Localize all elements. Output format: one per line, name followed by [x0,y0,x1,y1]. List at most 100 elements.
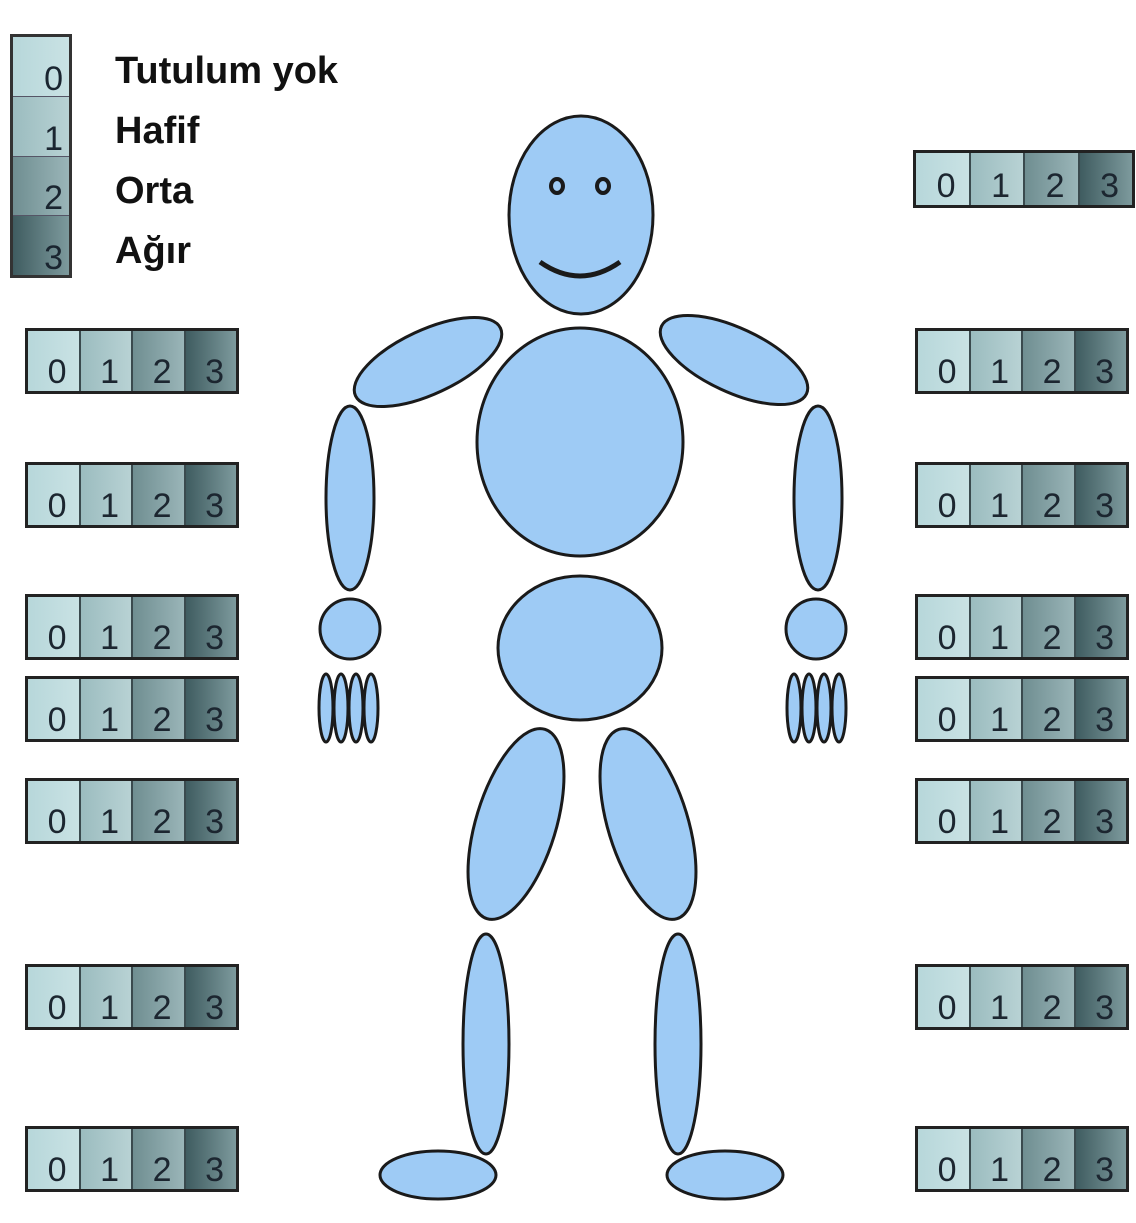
right-thigh[interactable] [581,718,715,931]
severity-option-3[interactable]: 3 [1076,597,1127,657]
severity-value: 1 [990,805,1009,839]
severity-value: 1 [100,621,119,655]
severity-option-0[interactable]: 0 [916,153,971,205]
severity-option-2[interactable]: 2 [1025,153,1080,205]
severity-value: 1 [990,489,1009,523]
left-shin[interactable] [463,934,509,1154]
severity-option-3[interactable]: 3 [186,597,237,657]
severity-value: 1 [990,703,1009,737]
severity-value: 3 [1095,489,1114,523]
severity-option-1[interactable]: 1 [81,967,134,1027]
severity-value: 1 [100,1153,119,1187]
selector-right-knee: 0123 [915,964,1129,1030]
right-foot[interactable] [667,1151,783,1199]
severity-option-0[interactable]: 0 [28,781,81,841]
severity-option-2[interactable]: 2 [133,1129,186,1189]
selector-left-shoulder: 0123 [25,328,239,394]
legend-swatch-2: 2 [13,157,69,217]
severity-value: 2 [1043,1153,1062,1187]
severity-option-0[interactable]: 0 [918,597,971,657]
severity-option-2[interactable]: 2 [1023,781,1076,841]
severity-option-1[interactable]: 1 [971,331,1024,391]
severity-option-0[interactable]: 0 [28,1129,81,1189]
severity-option-1[interactable]: 1 [81,465,134,525]
severity-option-0[interactable]: 0 [28,597,81,657]
legend-label-0: Tutulum yok [115,52,338,90]
severity-option-2[interactable]: 2 [133,331,186,391]
severity-option-1[interactable]: 1 [81,331,134,391]
severity-option-3[interactable]: 3 [186,679,237,739]
left-wrist[interactable] [320,599,380,659]
severity-option-3[interactable]: 3 [1076,331,1127,391]
severity-value: 0 [48,805,67,839]
right-shin[interactable] [655,934,701,1154]
severity-option-1[interactable]: 1 [971,465,1024,525]
severity-option-1[interactable]: 1 [971,967,1024,1027]
left-thigh[interactable] [449,718,583,931]
severity-value: 0 [48,991,67,1025]
severity-option-3[interactable]: 3 [186,1129,237,1189]
severity-option-2[interactable]: 2 [1023,1129,1076,1189]
severity-value: 3 [205,621,224,655]
selector-left-ankle: 0123 [25,1126,239,1192]
severity-option-1[interactable]: 1 [81,679,134,739]
severity-value: 0 [938,703,957,737]
severity-option-0[interactable]: 0 [918,781,971,841]
right-fingers[interactable] [787,674,846,742]
severity-option-1[interactable]: 1 [971,153,1026,205]
severity-option-3[interactable]: 3 [1076,679,1127,739]
abdomen [498,576,662,720]
severity-option-1[interactable]: 1 [81,597,134,657]
right-elbow-arm[interactable] [794,406,842,590]
severity-option-3[interactable]: 3 [1076,1129,1127,1189]
severity-option-2[interactable]: 2 [133,967,186,1027]
severity-option-3[interactable]: 3 [186,331,237,391]
severity-value: 0 [938,489,957,523]
severity-option-3[interactable]: 3 [186,465,237,525]
selector-left-elbow: 0123 [25,462,239,528]
severity-option-3[interactable]: 3 [1076,967,1127,1027]
severity-option-2[interactable]: 2 [1023,597,1076,657]
severity-option-2[interactable]: 2 [133,597,186,657]
severity-option-2[interactable]: 2 [133,465,186,525]
severity-option-3[interactable]: 3 [186,781,237,841]
severity-option-3[interactable]: 3 [1076,781,1127,841]
severity-option-2[interactable]: 2 [1023,465,1076,525]
severity-option-0[interactable]: 0 [918,331,971,391]
severity-option-1[interactable]: 1 [81,1129,134,1189]
severity-value: 2 [1046,169,1065,203]
severity-option-1[interactable]: 1 [971,679,1024,739]
severity-option-0[interactable]: 0 [28,331,81,391]
severity-option-0[interactable]: 0 [28,679,81,739]
severity-value: 2 [1043,355,1062,389]
severity-value: 1 [100,991,119,1025]
severity-value: 3 [205,1153,224,1187]
severity-option-3[interactable]: 3 [1076,465,1127,525]
severity-option-3[interactable]: 3 [186,967,237,1027]
severity-option-0[interactable]: 0 [28,967,81,1027]
left-fingers[interactable] [319,674,378,742]
severity-option-0[interactable]: 0 [918,1129,971,1189]
severity-option-2[interactable]: 2 [1023,967,1076,1027]
left-elbow-arm[interactable] [326,406,374,590]
severity-option-2[interactable]: 2 [1023,331,1076,391]
severity-option-0[interactable]: 0 [28,465,81,525]
severity-option-1[interactable]: 1 [971,597,1024,657]
severity-value: 3 [205,355,224,389]
severity-option-0[interactable]: 0 [918,679,971,739]
severity-option-1[interactable]: 1 [971,781,1024,841]
chest [477,328,683,556]
severity-option-0[interactable]: 0 [918,465,971,525]
severity-option-1[interactable]: 1 [81,781,134,841]
severity-option-2[interactable]: 2 [133,679,186,739]
severity-option-2[interactable]: 2 [1023,679,1076,739]
severity-option-0[interactable]: 0 [918,967,971,1027]
left-foot[interactable] [380,1151,496,1199]
severity-option-3[interactable]: 3 [1080,153,1133,205]
right-wrist[interactable] [786,599,846,659]
severity-option-2[interactable]: 2 [133,781,186,841]
legend-swatch-1: 1 [13,97,69,157]
severity-option-1[interactable]: 1 [971,1129,1024,1189]
legend-value-0: 0 [44,62,63,96]
